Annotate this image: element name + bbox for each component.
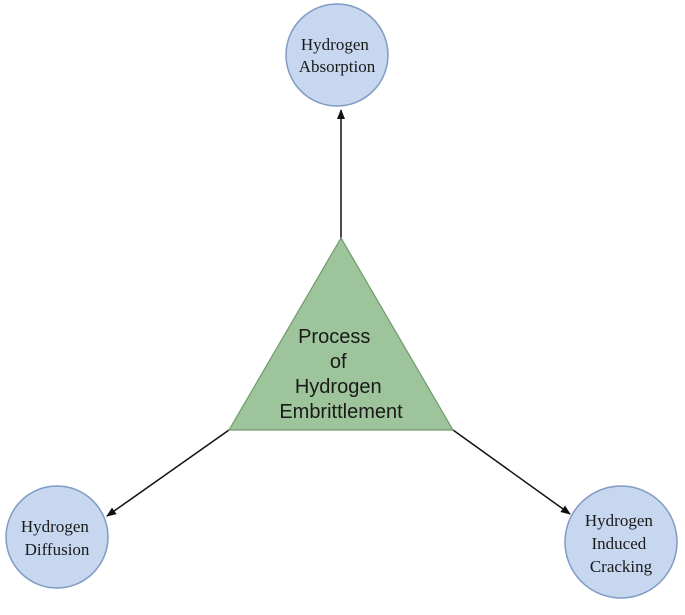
node-hydrogen-induced-cracking-label: Hydrogen Induced Cracking (585, 511, 657, 576)
arrow-to-diffusion (106, 429, 230, 517)
center-triangle (227, 236, 455, 431)
node-hydrogen-absorption (285, 3, 389, 107)
node-hydrogen-diffusion-label: Hydrogen Diffusion (21, 517, 93, 559)
arrow-to-cracking (452, 429, 571, 515)
node-hydrogen-diffusion (5, 485, 109, 589)
node-hydrogen-absorption-label: Hydrogen Absorption (299, 35, 376, 76)
center-label: Process of Hydrogen Embrittlement (279, 326, 403, 423)
node-hydrogen-induced-cracking (564, 485, 678, 599)
